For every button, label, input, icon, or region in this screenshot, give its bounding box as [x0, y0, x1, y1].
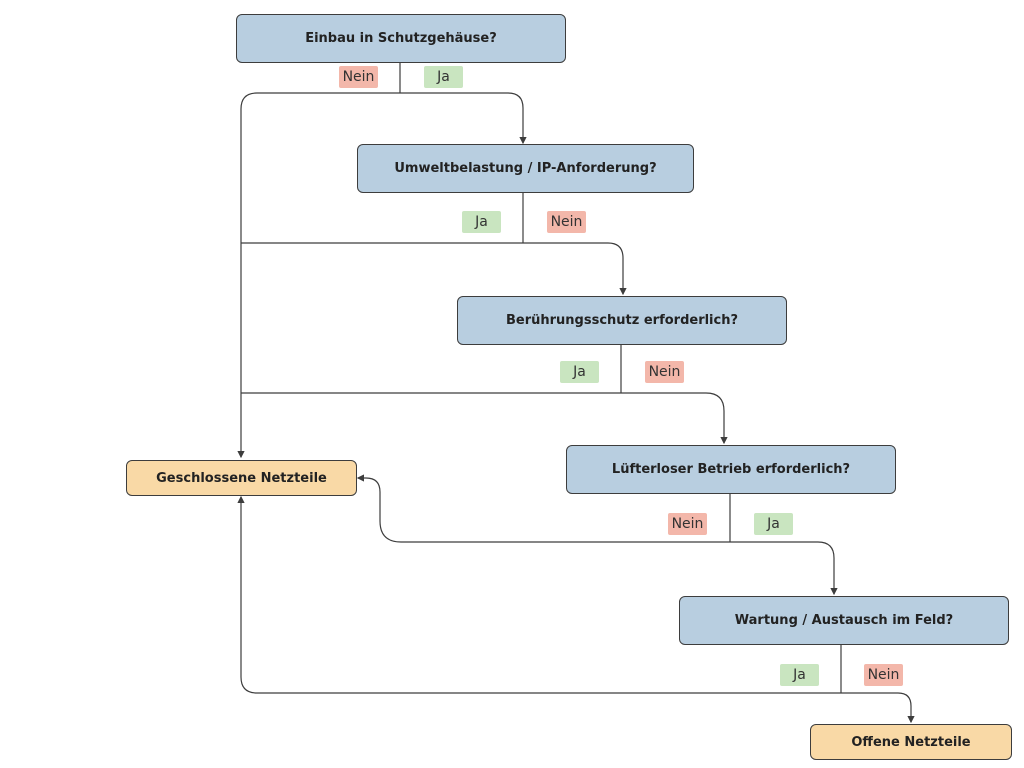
question-housing: Einbau in Schutzgehäuse?: [236, 14, 566, 63]
q4-no-label: Nein: [668, 513, 707, 535]
question-field-service: Wartung / Austausch im Feld?: [679, 596, 1009, 645]
q5-no-label: Nein: [864, 664, 903, 686]
question-ip-rating-text: Umweltbelastung / IP-Anforderung?: [394, 161, 657, 176]
question-fanless: Lüfterloser Betrieb erforderlich?: [566, 445, 896, 494]
q4-yes-edge: [730, 541, 838, 596]
q1-yes-label: Ja: [424, 66, 463, 88]
question-touch-protection: Berührungsschutz erforderlich?: [457, 296, 787, 345]
q1-yes-edge: [400, 92, 527, 145]
q4-yes-label: Ja: [754, 513, 793, 535]
question-field-service-text: Wartung / Austausch im Feld?: [734, 613, 954, 628]
q1-no-label: Nein: [339, 66, 378, 88]
q3-no-label: Nein: [645, 361, 684, 383]
result-open-psu: Offene Netzteile: [810, 724, 1012, 760]
q2-no-label: Nein: [547, 211, 586, 233]
question-ip-rating: Umweltbelastung / IP-Anforderung?: [357, 144, 694, 193]
result-closed-psu-text: Geschlossene Netzteile: [156, 470, 327, 486]
question-housing-text: Einbau in Schutzgehäuse?: [305, 31, 497, 46]
result-closed-psu: Geschlossene Netzteile: [126, 460, 357, 496]
q5-no-edge: [841, 692, 915, 724]
left-trunk-edge: [237, 92, 400, 459]
q2-yes-label: Ja: [462, 211, 501, 233]
q2-no-edge: [523, 242, 627, 296]
q5-yes-label: Ja: [780, 664, 819, 686]
q5-yes-edge: [237, 495, 841, 694]
q3-no-edge: [621, 392, 728, 445]
question-fanless-text: Lüfterloser Betrieb erforderlich?: [611, 462, 851, 477]
q3-yes-label: Ja: [560, 361, 599, 383]
q4-no-edge: [356, 474, 730, 543]
result-open-psu-text: Offene Netzteile: [851, 734, 971, 750]
question-touch-protection-text: Berührungsschutz erforderlich?: [505, 313, 739, 328]
